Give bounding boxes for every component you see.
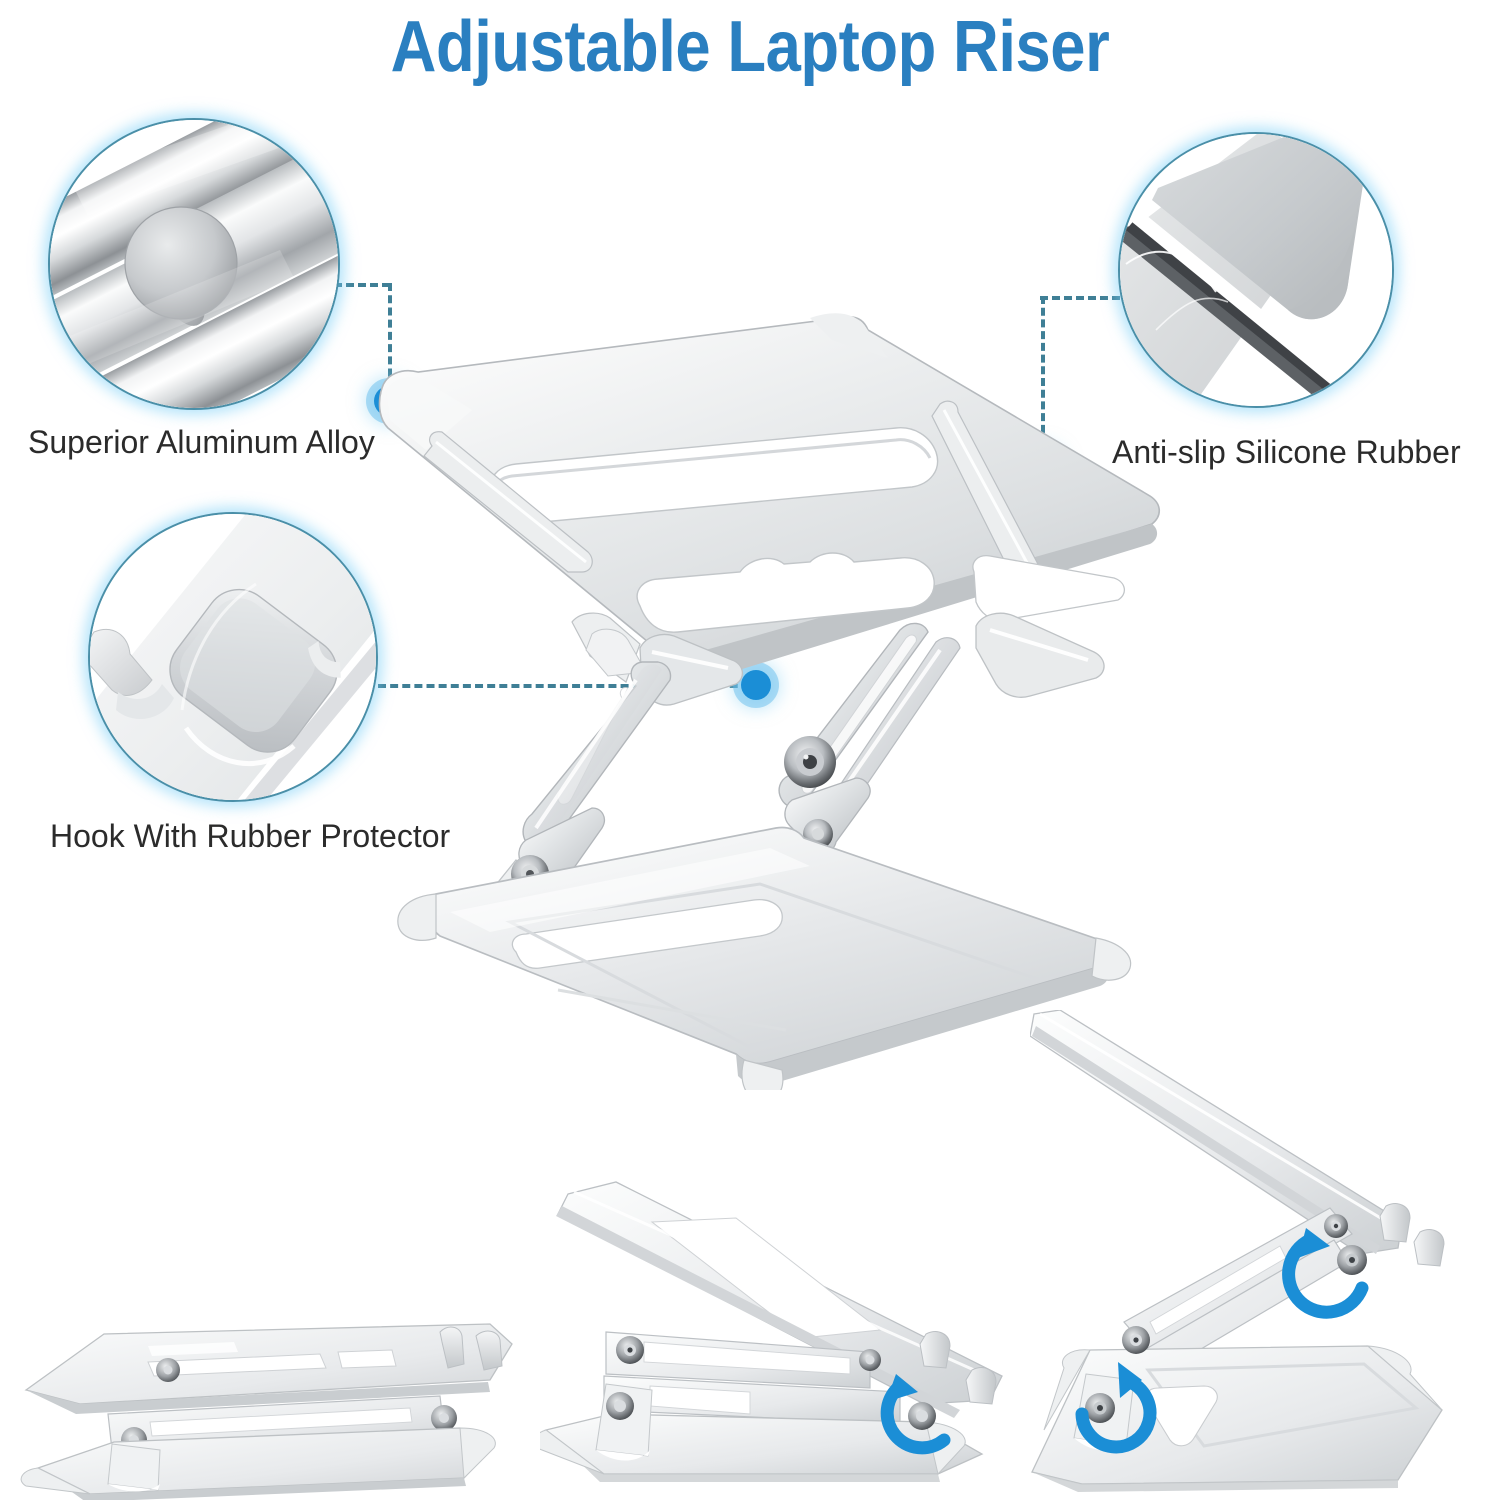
feature-image-silicone-rubber: [1118, 132, 1394, 408]
feature-label-hook-protector: Hook With Rubber Protector: [50, 818, 451, 854]
connector-silicone-horizontal: [1040, 296, 1132, 300]
main-product-illustration: [340, 300, 1240, 1090]
height-stage-folded: [20, 1318, 520, 1500]
height-stage-high: [1030, 1010, 1500, 1500]
feature-image-hook-protector: [88, 512, 378, 802]
rotation-arrow-upper: [1282, 1228, 1369, 1319]
hotspot-hook-protector[interactable]: [741, 670, 771, 700]
rotation-arrow-lower: [1075, 1362, 1157, 1454]
feature-label-silicone-rubber: Anti-slip Silicone Rubber: [1112, 434, 1461, 470]
rotation-arrow-mid: [880, 1374, 951, 1455]
feature-label-aluminum-alloy: Superior Aluminum Alloy: [28, 424, 375, 460]
connector-aluminum-vertical: [388, 283, 392, 401]
page-title: Adjustable Laptop Riser: [390, 7, 1110, 87]
connector-hook-horizontal: [378, 684, 762, 688]
height-stage-mid: [540, 1178, 1026, 1500]
feature-image-aluminum-alloy: [48, 118, 340, 410]
connector-silicone-vertical: [1041, 296, 1045, 468]
connector-aluminum-horizontal: [334, 283, 390, 287]
